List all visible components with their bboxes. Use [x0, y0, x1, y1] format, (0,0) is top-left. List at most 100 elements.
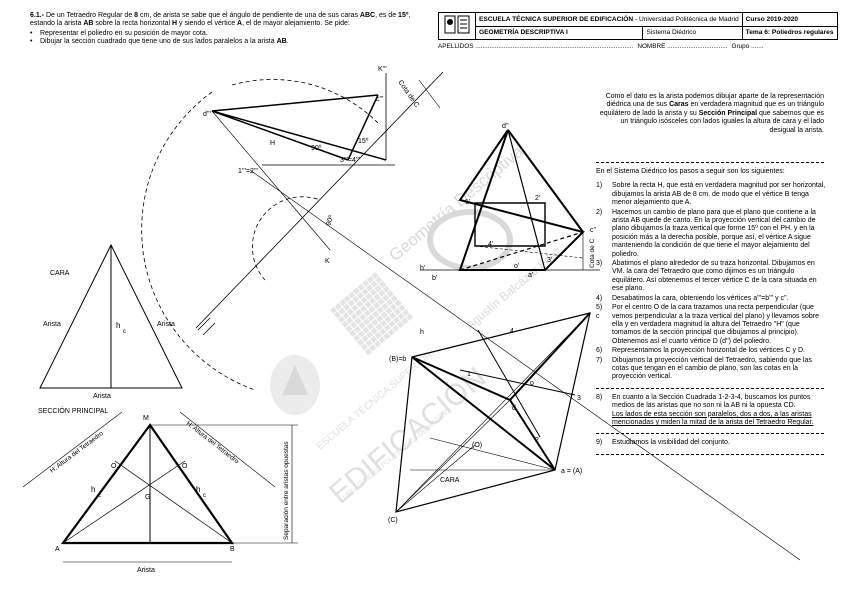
separacion-label: Separación entre aristas opuestas [283, 441, 290, 540]
cara-figure [39, 243, 183, 389]
edge-da [211, 110, 349, 161]
arc-dashed [141, 91, 256, 391]
angle-label: 90º [311, 145, 322, 152]
point-m-label: M [143, 415, 149, 422]
step-item: 7)Dibujamos la proyección vertical del T… [596, 356, 812, 381]
arc-dashed [231, 79, 381, 126]
bullet-item: Dibujar la sección cuadrado que tiene un… [30, 38, 426, 47]
dimension-line [418, 79, 441, 109]
intro-paragraph: Como el dato es la arista podemos dibuja… [599, 93, 824, 134]
point-a-label: A [55, 546, 60, 553]
edge-cb [347, 94, 379, 161]
point-o-label: O [182, 463, 188, 470]
point-o-label: o [530, 380, 534, 387]
cota-label: Cota de C [589, 238, 596, 268]
abatido-line [395, 312, 591, 513]
hc-label: h [91, 485, 95, 494]
arista-label: Arista [137, 567, 155, 574]
long-diagonal [249, 169, 801, 561]
aux-line [395, 444, 476, 513]
watermark-author: Agustín Balcázar Fdez. [463, 242, 567, 332]
edge-cd [509, 312, 591, 401]
section-side [459, 369, 576, 396]
step-item: 3)Abatimos el plano alrededor de su traz… [596, 260, 817, 293]
seccion-height-line [114, 460, 233, 544]
section-point-label: 1' [465, 199, 470, 206]
point-d-label: d'' [502, 123, 509, 130]
lt-mark [202, 322, 216, 336]
problem-statement: 6.1.- De un Tetraedro Regular de 8 cm, d… [30, 12, 426, 47]
line-h-label: H [270, 140, 275, 147]
point-c-label: (C) [388, 517, 398, 524]
point-c-label: c [596, 313, 600, 320]
altura-label: H: Altura del Tetraedro [185, 420, 240, 465]
point-a-label: a = (A) [561, 468, 582, 475]
section-point-label: 1 [467, 371, 471, 378]
dimension-line [22, 411, 123, 488]
problem-text: 6.1.- De un Tetraedro Regular de 8 cm, d… [30, 12, 411, 28]
point-o-label: o' [514, 263, 519, 270]
dashed-separator [596, 433, 824, 435]
student-fields: APELLIDOS ..............................… [438, 43, 832, 50]
seccion-height-line [62, 460, 186, 544]
edge-dc [211, 94, 379, 112]
header-subject: GEOMETRÍA DESCRIPTIVA I [474, 25, 644, 40]
steps-intro: En el Sistema Diédrico los pasos a segui… [596, 168, 785, 175]
grupo-field[interactable]: Grupo ....... [731, 43, 764, 50]
point-c-label: c'' [590, 227, 596, 234]
point-c-label: c''' [376, 96, 384, 103]
section-point-label: 2' [535, 195, 540, 202]
point-a-label: a' [528, 272, 533, 279]
dashed-separator [596, 387, 824, 389]
cara-title: CARA [50, 270, 70, 277]
step-item: 4)Desabatimos la cara, obteniendo los vé… [596, 294, 789, 302]
step-item: 9)Estudiamos la visibilidad del conjunto… [596, 439, 730, 447]
edge-dc [507, 129, 584, 233]
apellidos-field[interactable]: APELLIDOS ..............................… [438, 43, 634, 50]
point-d-label: d [512, 405, 516, 412]
line-lt [195, 71, 444, 329]
header-box: ESCUELA TÉCNICA SUPERIOR DE EDIFICACIÓN … [438, 12, 838, 55]
watermark: Geometría Descriptiva Agustín Balcázar F… [270, 141, 567, 510]
header-system: Sistema Diédrico [642, 25, 743, 40]
hc-sub: c [203, 493, 206, 499]
horizontal-projection [395, 312, 591, 513]
cota-label: Cota de C [396, 79, 420, 109]
tetra-outline [458, 129, 585, 271]
bullet-item: Representar el poliedro en su posición d… [30, 30, 426, 39]
point-d-label: d''' [203, 111, 211, 118]
school-crest-icon [444, 15, 470, 34]
edge-ab [411, 356, 556, 471]
plane-change-figure [141, 71, 801, 561]
watermark-crest-icon [270, 355, 320, 415]
arista-label: Arista [157, 321, 175, 328]
nombre-field[interactable]: NOMBRE .................................… [637, 43, 728, 50]
arista-label: Arista [43, 321, 61, 328]
step-item: 8)En cuanto a la Sección Cuadrada 1-2-3-… [596, 393, 814, 426]
point-b-label: (B)=b [389, 356, 406, 363]
watermark-edificacion: EDIFICACIÓN [323, 361, 492, 511]
edge-bd [411, 356, 511, 401]
point-b-label: B [230, 546, 235, 553]
arc-dashed [252, 196, 321, 281]
hc-label: h [196, 485, 200, 494]
hidden-edge [459, 199, 584, 233]
plane-trace [211, 110, 387, 161]
step-item: 2)Hacemos un cambio de plano para que el… [596, 208, 816, 258]
section-square [474, 202, 546, 247]
watermark-grid-logo [330, 271, 415, 356]
vertical-projection [420, 129, 600, 271]
seccion-figure [22, 411, 298, 563]
aux-line [211, 110, 331, 251]
point-g-label: G [145, 494, 150, 501]
section-point-label: 2 [535, 437, 539, 444]
section-side [477, 329, 541, 438]
dashed-separator [596, 453, 824, 455]
hc-sub: c [123, 329, 126, 335]
altura-label: H: Altura del Tetraedro [49, 430, 105, 475]
step-item: 1)Sobre la recta H, que está en verdader… [596, 182, 826, 207]
point-h-label: h [420, 329, 424, 336]
dashed-separator [596, 162, 824, 163]
point-b-label: b' [432, 275, 437, 282]
abatido-line [395, 399, 511, 513]
